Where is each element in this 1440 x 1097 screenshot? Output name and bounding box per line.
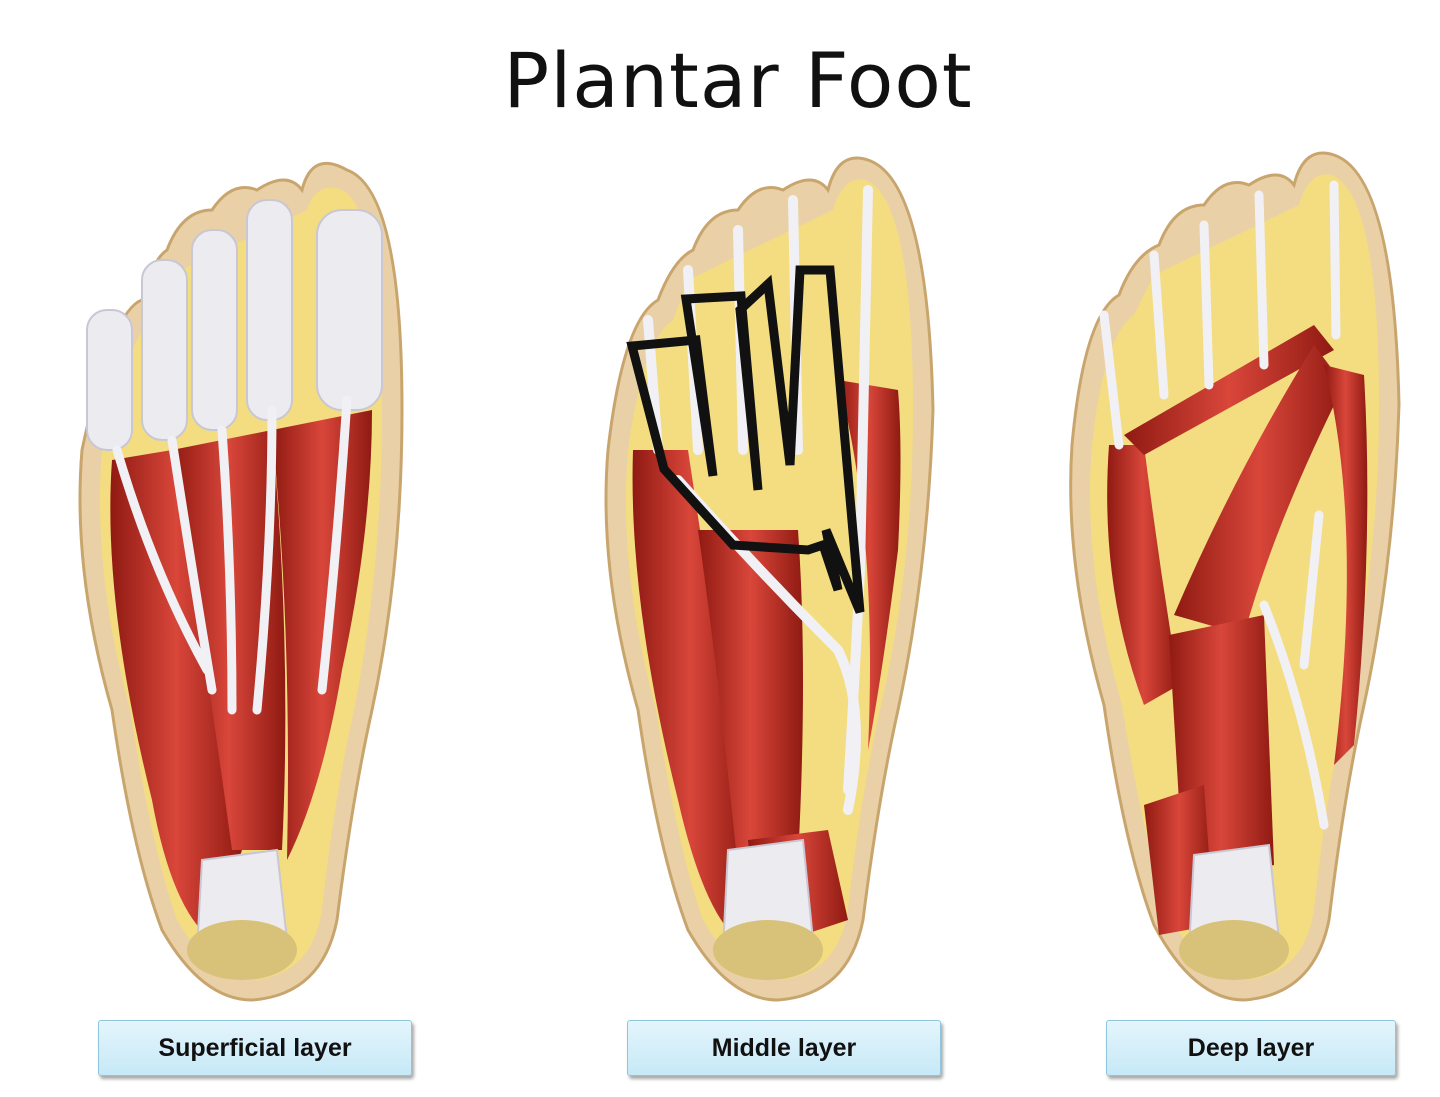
lumbrical-outline [626,265,865,614]
middle-layer-text: Middle layer [711,1033,857,1062]
deep-layer-text: Deep layer [1187,1033,1315,1062]
middle-layer-label: Middle layer [627,1020,941,1076]
page-title: Plantar Foot [503,36,973,125]
superficial-layer-label: Superficial layer [98,1020,412,1076]
superficial-layer-text: Superficial layer [158,1033,352,1062]
superficial-foot-illustration [72,150,422,1010]
middle-foot-illustration [598,150,958,1010]
deep-foot-illustration [1064,145,1414,1010]
deep-layer-label: Deep layer [1106,1020,1396,1076]
